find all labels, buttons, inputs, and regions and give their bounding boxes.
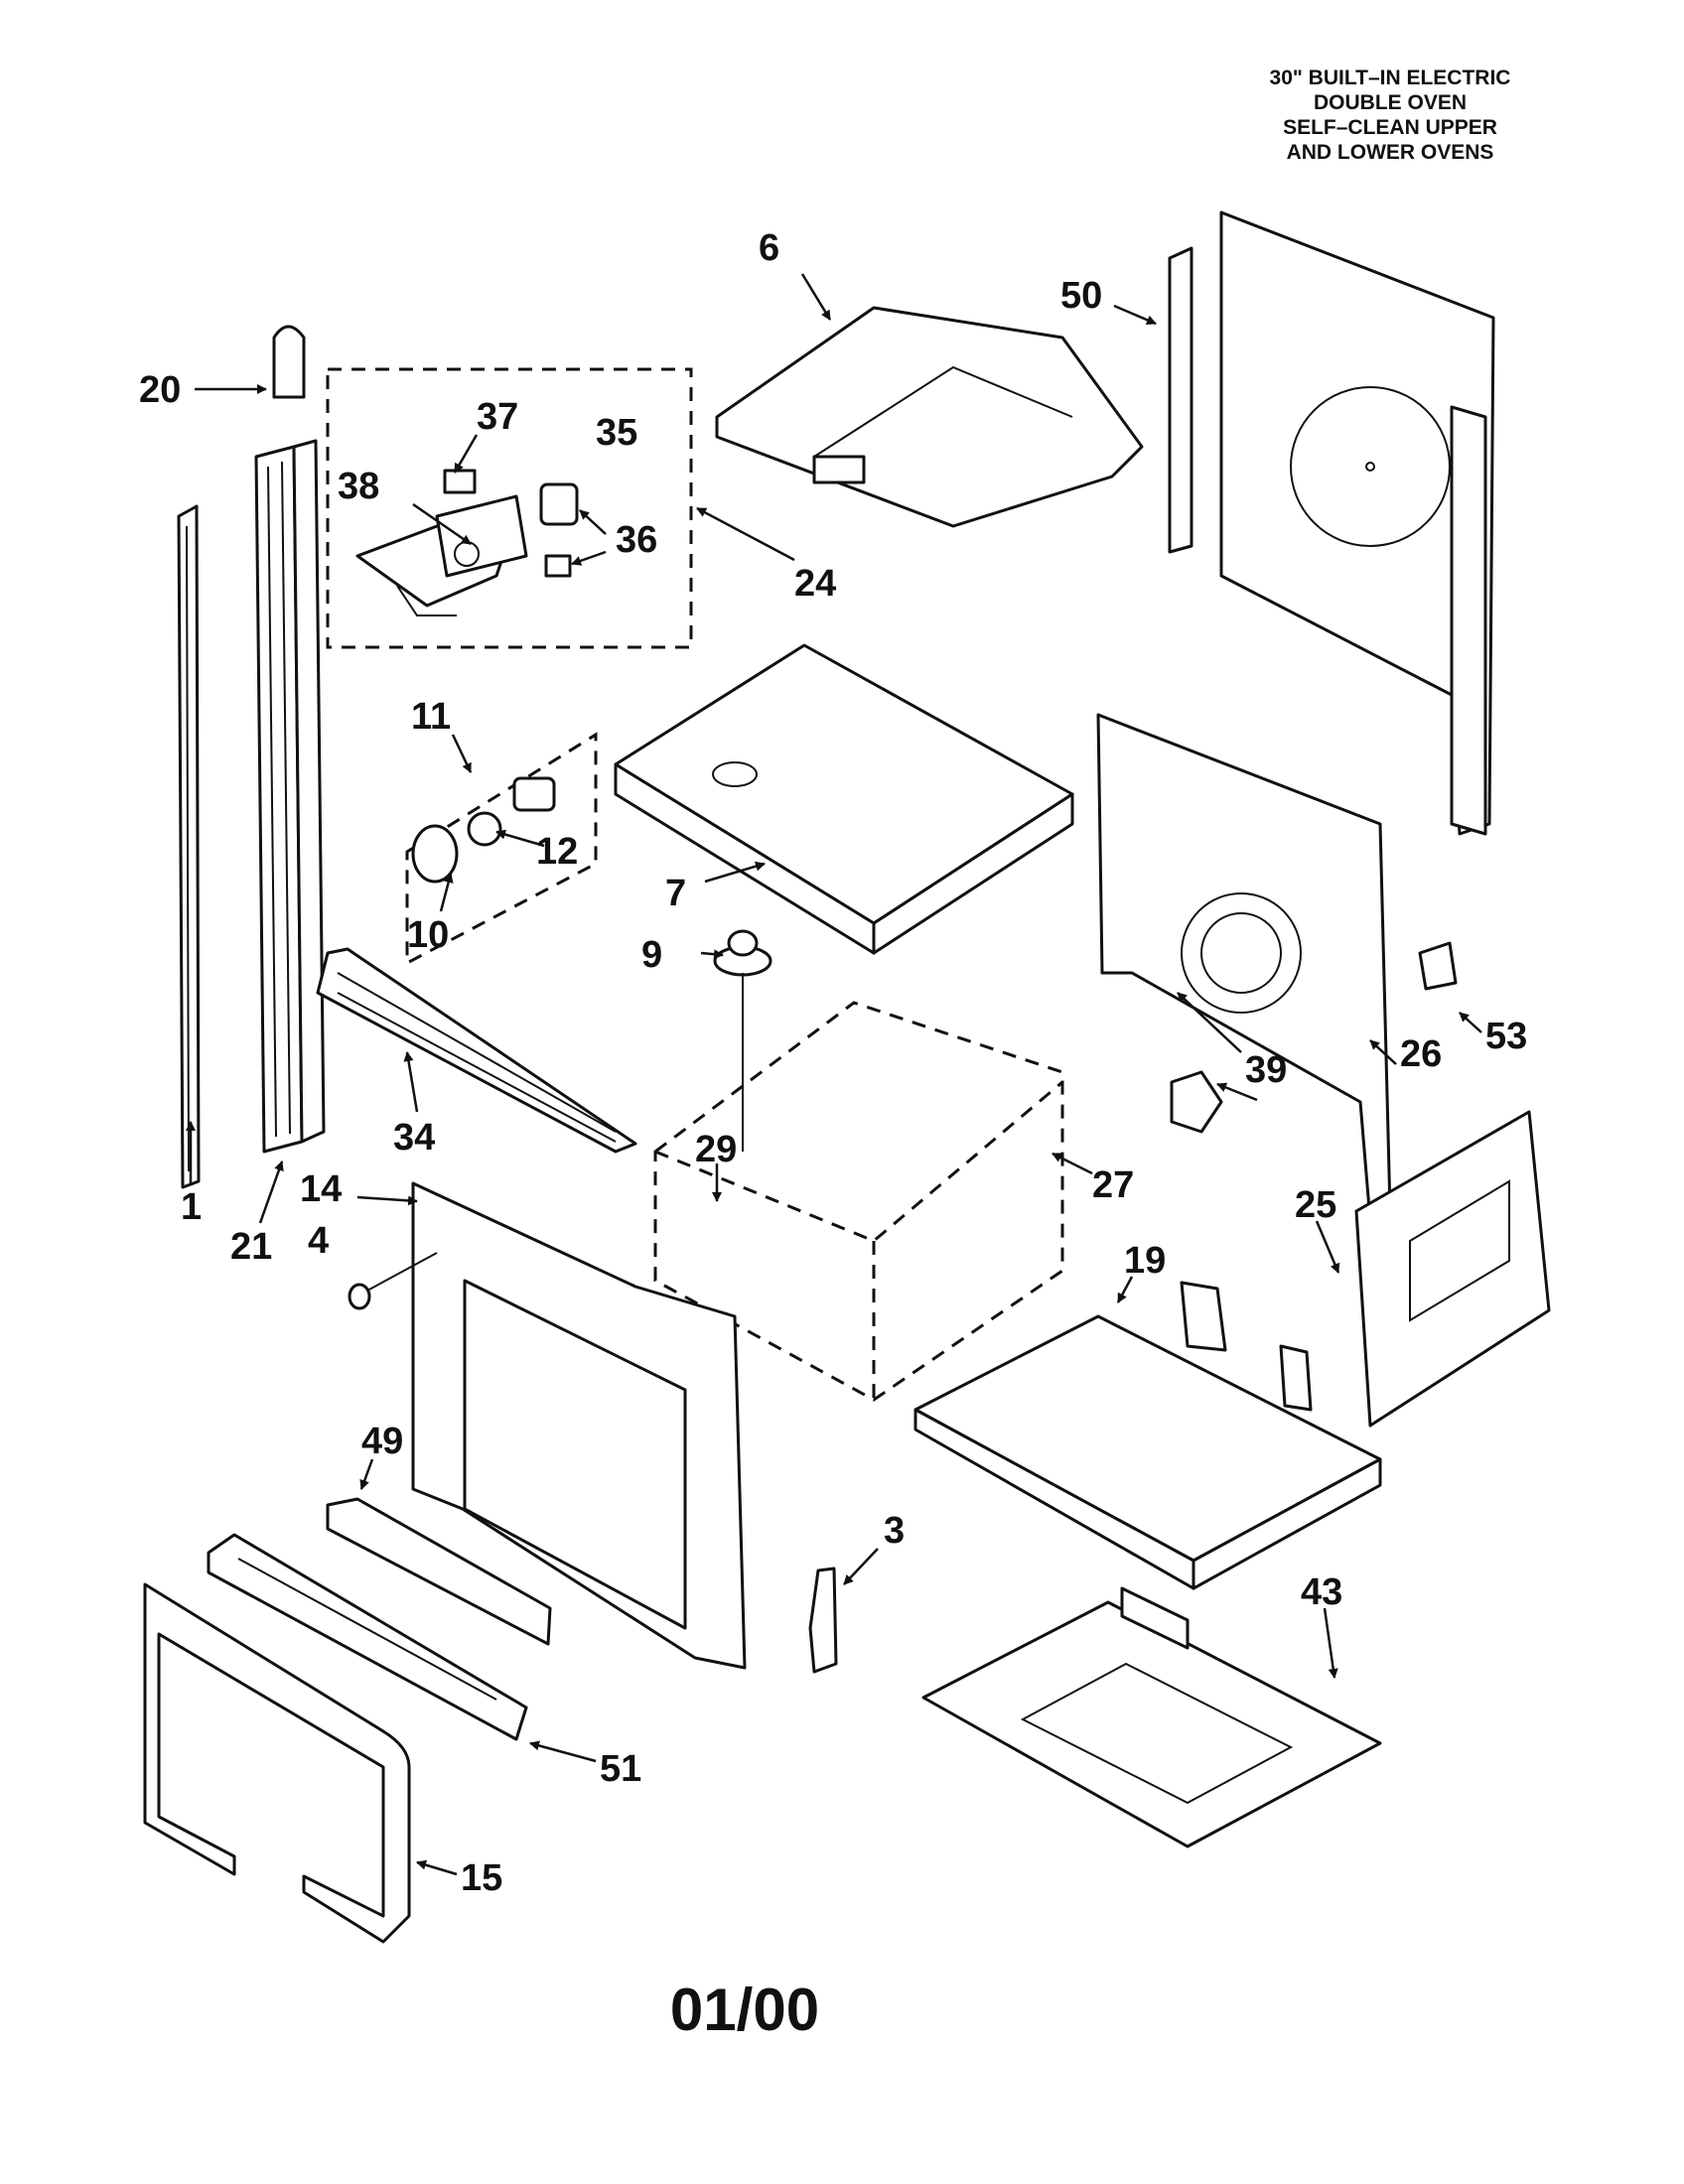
- part-24-switch-assembly: [326, 367, 693, 649]
- callout-38: 38: [338, 466, 379, 507]
- part-49-baffle: [326, 1497, 552, 1646]
- callout-35: 35: [596, 412, 637, 454]
- part-19-bottom-panel: [913, 1281, 1382, 1590]
- part-53-bracket: [1418, 941, 1458, 991]
- part-6-top-panel: [715, 306, 1144, 528]
- callout-43: 43: [1301, 1571, 1342, 1613]
- callout-29: 29: [695, 1129, 737, 1170]
- part-11-light-assembly: [405, 732, 598, 966]
- callout-27: 27: [1092, 1164, 1134, 1206]
- callout-15: 15: [461, 1857, 502, 1899]
- part-7-top-tray: [614, 643, 1074, 955]
- callout-36: 36: [616, 519, 657, 561]
- part-3-bracket: [808, 1567, 838, 1674]
- part-27-oven-cavity: [653, 929, 1064, 1402]
- callout-39: 39: [1245, 1049, 1287, 1091]
- callout-49: 49: [361, 1421, 403, 1462]
- callout-21: 21: [230, 1226, 272, 1268]
- part-14-front-frame: [411, 1181, 747, 1670]
- callout-3: 3: [884, 1510, 905, 1552]
- callout-12: 12: [536, 831, 578, 873]
- part-51-vent-trim: [207, 1533, 528, 1741]
- title-line-4: AND LOWER OVENS: [1286, 141, 1494, 164]
- callout-37: 37: [477, 396, 518, 438]
- callout-19: 19: [1124, 1240, 1166, 1282]
- title-line-3: SELF–CLEAN UPPER: [1283, 116, 1497, 139]
- title-line-2: DOUBLE OVEN: [1313, 91, 1467, 114]
- diagram-title: 30" BUILT–IN ELECTRIC DOUBLE OVEN SELF–C…: [1211, 66, 1569, 165]
- leader-lines: [186, 273, 1482, 1876]
- callout-25: 25: [1295, 1184, 1336, 1226]
- callout-7: 7: [665, 873, 686, 914]
- part-50-rear-panel: [1168, 210, 1495, 836]
- part-15-gasket: [143, 1582, 411, 1944]
- part-34-vent-panel: [316, 947, 637, 1154]
- part-20-cap: [272, 325, 306, 399]
- date-code: 01/00: [669, 1977, 820, 2043]
- callout-10: 10: [407, 914, 449, 956]
- part-26-rear-frame: [1096, 713, 1392, 1223]
- callout-14: 14: [300, 1168, 342, 1210]
- callout-34: 34: [393, 1117, 435, 1159]
- part-4-screw: [348, 1252, 438, 1310]
- part-21-side-trim: [254, 439, 326, 1154]
- title-line-1: 30" BUILT–IN ELECTRIC: [1269, 67, 1511, 89]
- callout-9: 9: [641, 934, 662, 976]
- part-1-trim-strip: [177, 504, 201, 1189]
- part-39-terminal: [1170, 1070, 1223, 1134]
- part-25-side-panel: [1354, 1110, 1551, 1428]
- callout-6: 6: [759, 227, 779, 269]
- callout-24: 24: [794, 563, 836, 605]
- callout-4: 4: [308, 1220, 329, 1262]
- callout-11: 11: [411, 696, 451, 738]
- part-43-bottom-tray: [921, 1586, 1382, 1848]
- callout-50: 50: [1060, 275, 1102, 317]
- callout-53: 53: [1485, 1016, 1527, 1057]
- callout-20: 20: [139, 369, 181, 411]
- callout-51: 51: [600, 1748, 641, 1790]
- callout-labels: 20 6 50 37 35 38 36 24 11 12 10 7 9 34 1…: [139, 227, 1527, 1899]
- callout-26: 26: [1400, 1033, 1442, 1075]
- callout-1: 1: [181, 1186, 202, 1228]
